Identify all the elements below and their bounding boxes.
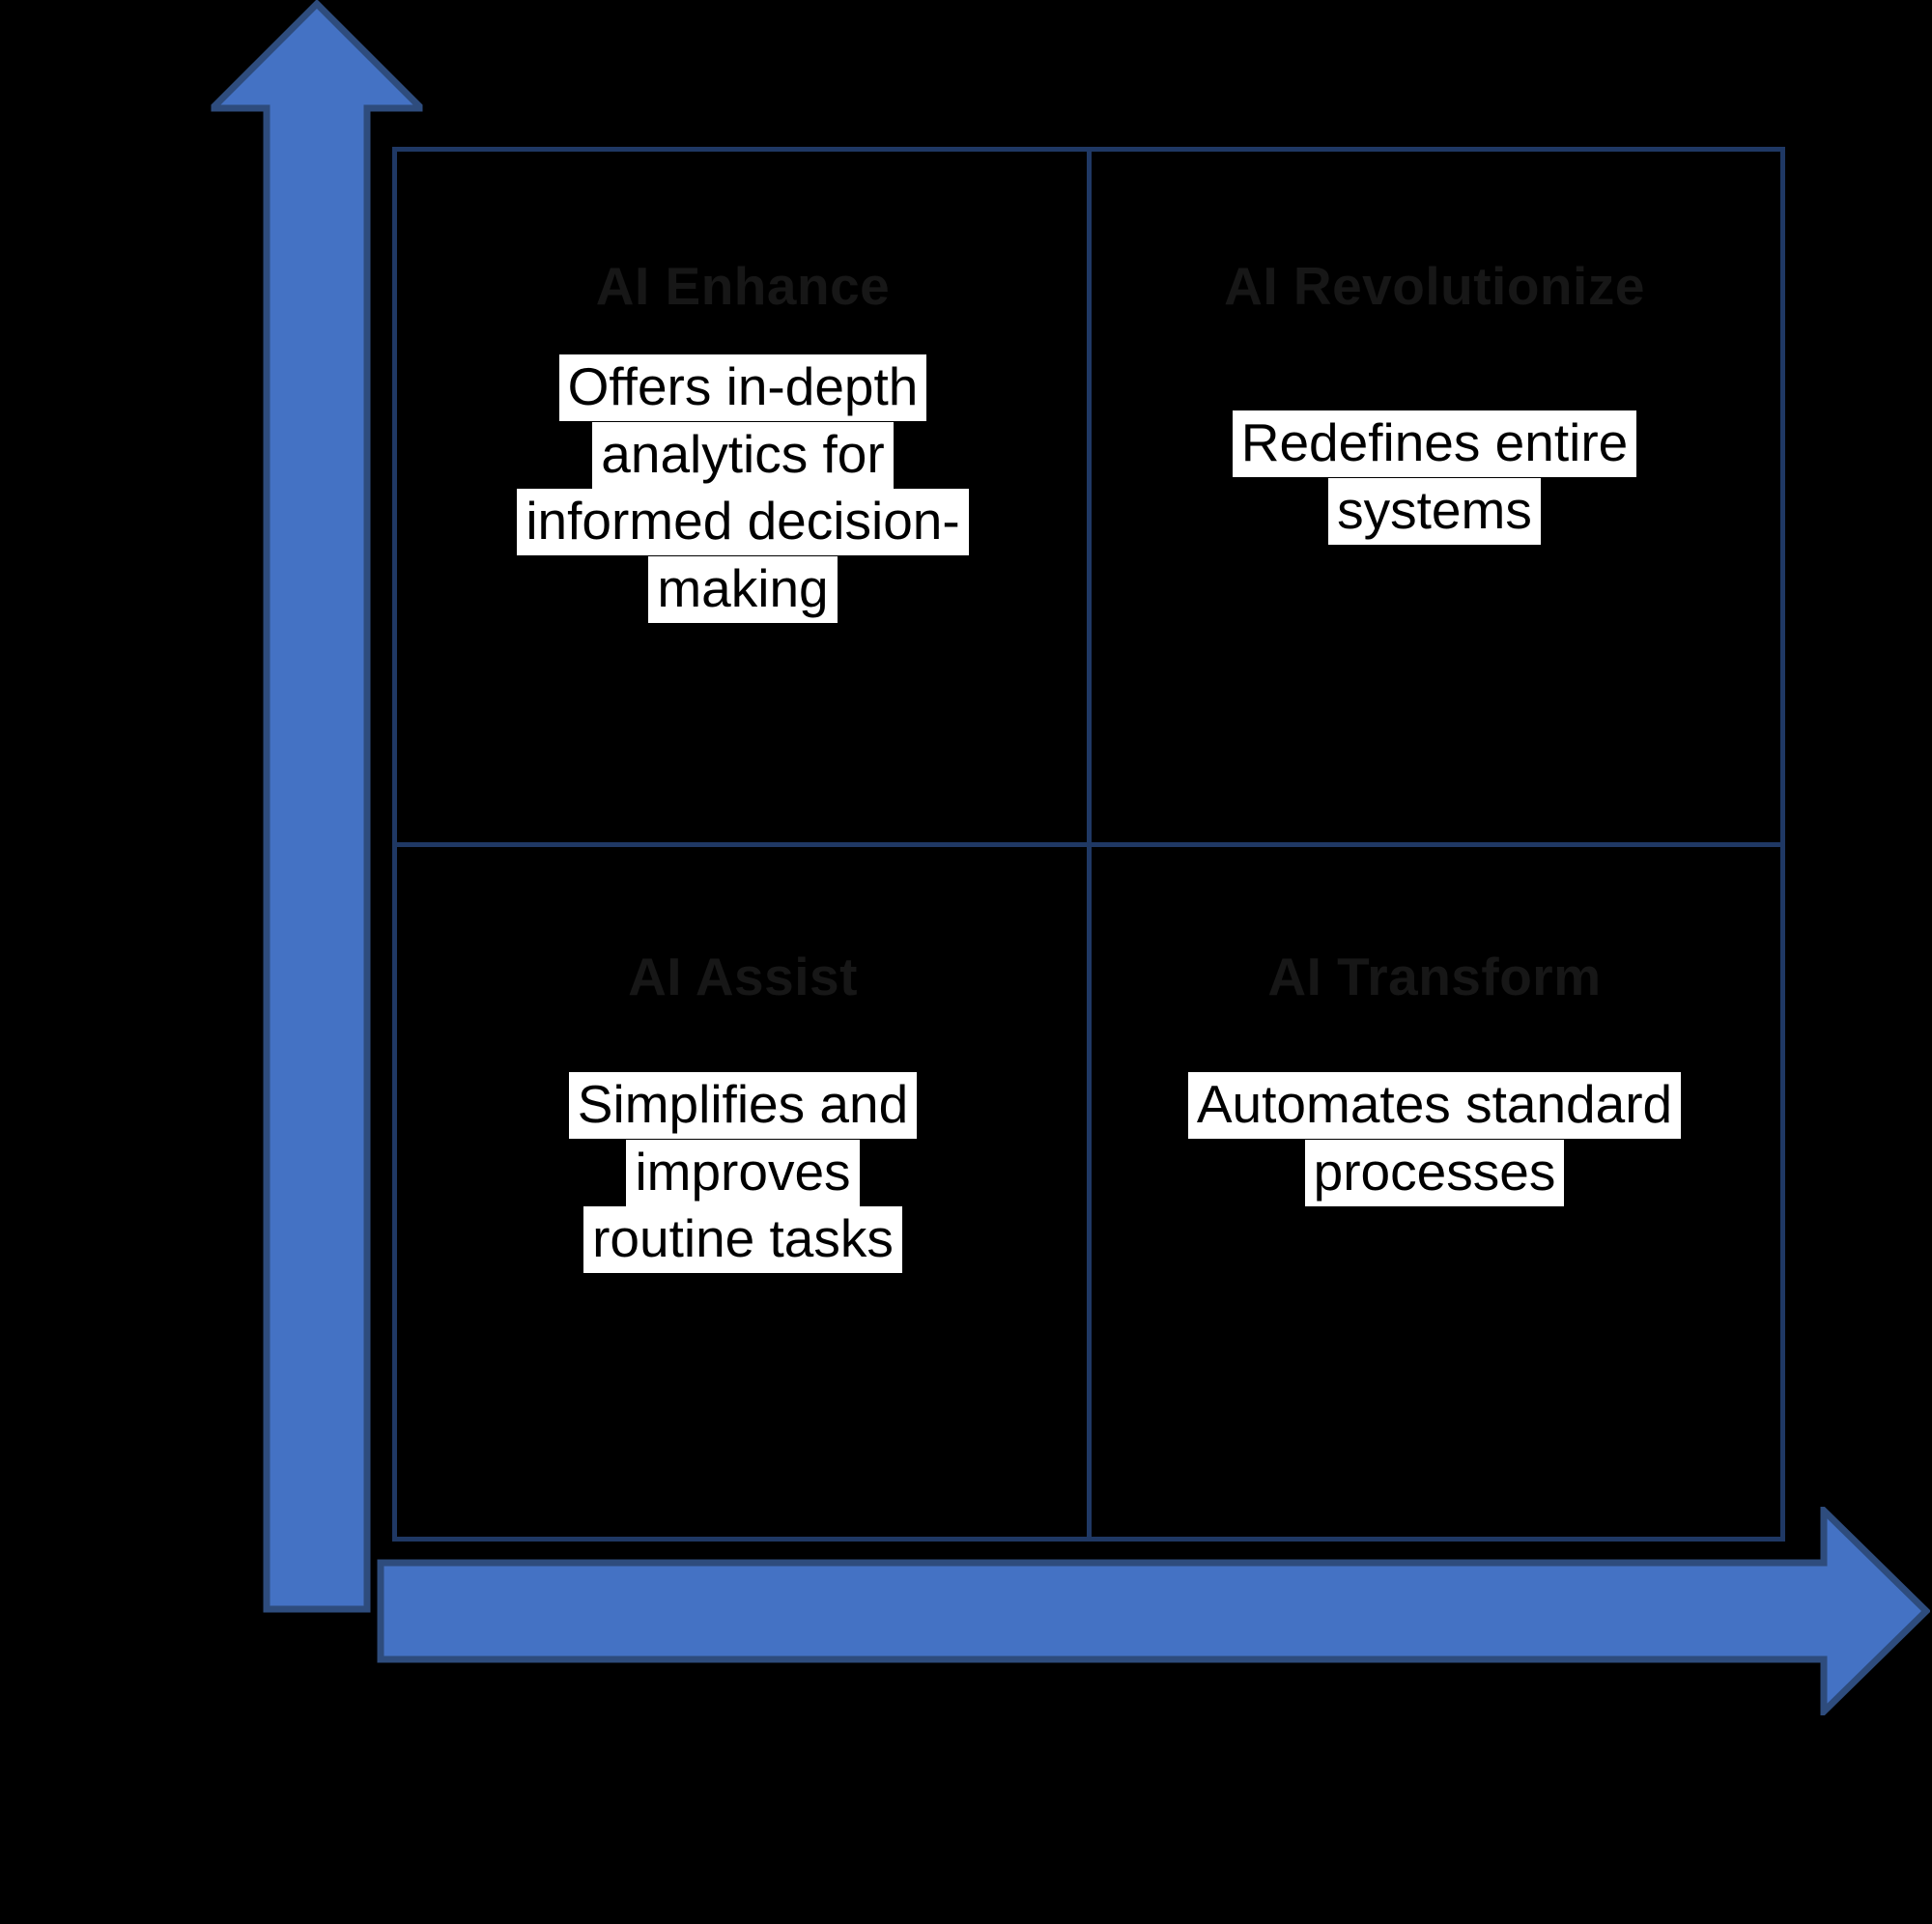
quadrant-ai-enhance[interactable]: AI Enhance Offers in-depth analytics for… [397, 152, 1089, 844]
quadrant-title-ai-revolutionize: AI Revolutionize [1224, 256, 1645, 316]
quadrant-ai-transform[interactable]: AI Transform Automates standard processe… [1089, 844, 1780, 1537]
quadrant-body-text: Redefines entire systems [1232, 410, 1637, 545]
grid-divider-horizontal [397, 842, 1780, 847]
quadrant-body-ai-revolutionize: Redefines entire systems [1227, 410, 1642, 545]
quadrant-body-ai-enhance: Offers in-depth analytics for informed d… [516, 354, 970, 623]
matrix-grid: AI Enhance Offers in-depth analytics for… [392, 147, 1785, 1542]
quadrant-ai-assist[interactable]: AI Assist Simplifies and improves routin… [397, 844, 1089, 1537]
y-axis-up-arrow-icon [211, 0, 423, 1613]
quadrant-body-text: Simplifies and improves routine tasks [568, 1072, 918, 1274]
quadrant-body-text: Automates standard processes [1187, 1072, 1682, 1206]
quadrant-title-ai-assist: AI Assist [628, 947, 858, 1006]
quadrant-title-ai-transform: AI Transform [1267, 947, 1602, 1006]
quadrant-title-ai-enhance: AI Enhance [595, 256, 891, 316]
quadrant-body-ai-transform: Automates standard processes [1174, 1071, 1695, 1206]
quadrant-body-ai-assist: Simplifies and improves routine tasks [554, 1071, 931, 1274]
quadrant-body-text: Offers in-depth analytics for informed d… [517, 354, 969, 623]
quadrant-ai-revolutionize[interactable]: AI Revolutionize Redefines entire system… [1089, 152, 1780, 844]
x-axis-right-arrow-icon [377, 1507, 1930, 1715]
